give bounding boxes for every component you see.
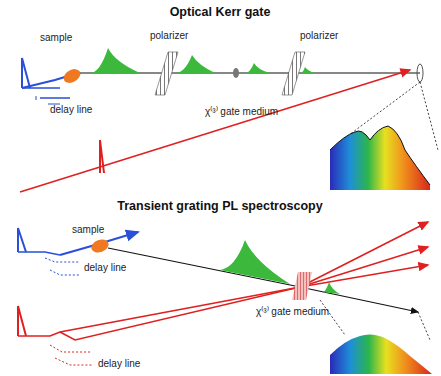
heading: Transient grating PL spectroscopy [117, 200, 322, 214]
part-label: delay line [98, 358, 140, 369]
part-label: polarizer [150, 30, 188, 41]
part-label: sample [40, 32, 72, 43]
part-label: delay line [50, 104, 92, 115]
heading: Optical Kerr gate [170, 6, 271, 20]
part-label: sample [72, 224, 104, 235]
part-label: χ⁽³⁾ gate medium [256, 306, 329, 317]
part-label: χ⁽³⁾ gate medium [205, 106, 278, 117]
part-label: delay line [84, 262, 126, 273]
part-label: polarizer [300, 30, 338, 41]
